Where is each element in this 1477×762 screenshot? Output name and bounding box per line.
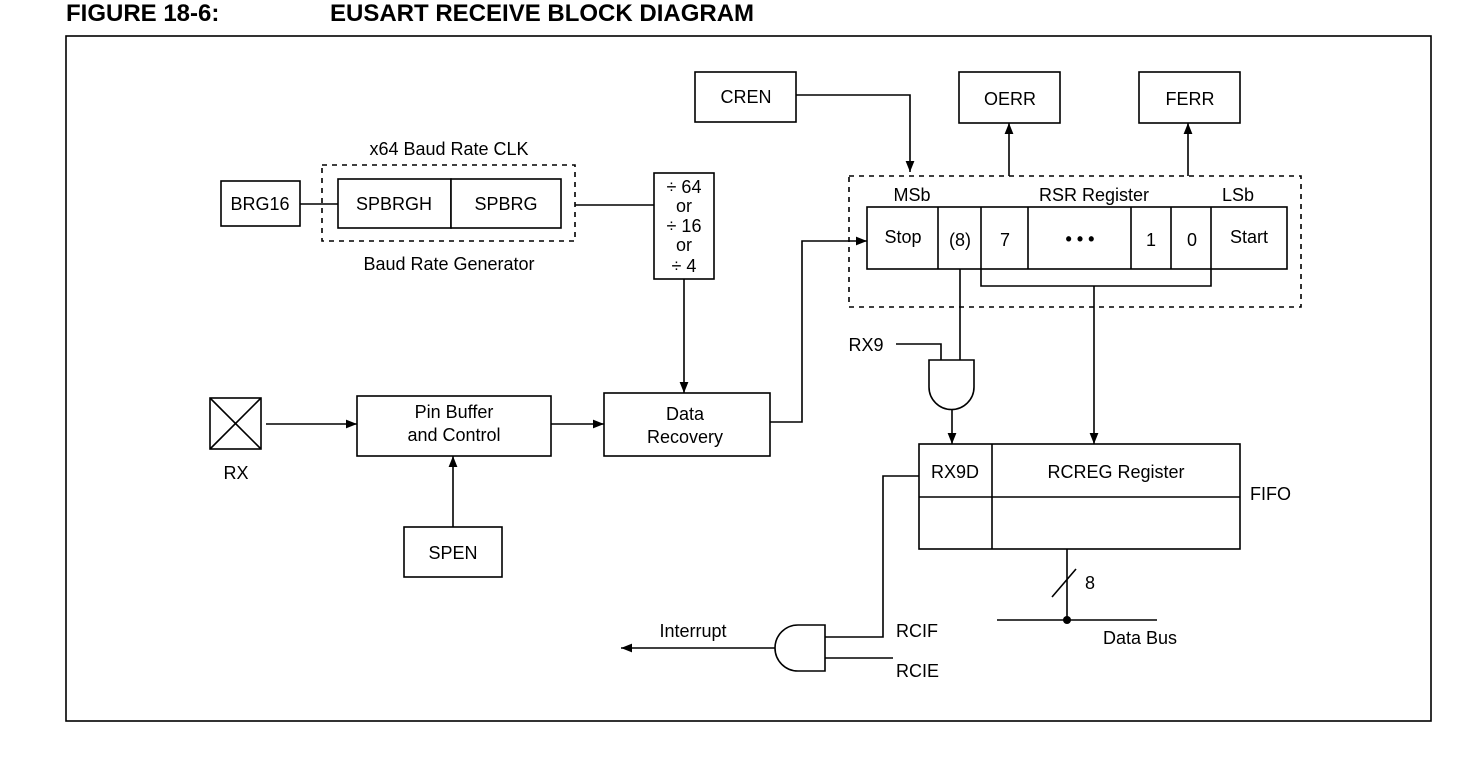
figure-frame xyxy=(65,35,1432,722)
pin-buffer-line-2: and Control xyxy=(407,425,500,445)
oerr-label: OERR xyxy=(984,89,1036,109)
cren-label: CREN xyxy=(720,87,771,107)
spen-label: SPEN xyxy=(428,543,477,563)
rsr-dashed-group xyxy=(848,175,1302,308)
rcif-label: RCIF xyxy=(896,621,938,641)
data-recovery-line-2: Recovery xyxy=(647,427,723,447)
data-bus-label: Data Bus xyxy=(1103,628,1177,648)
spbrg-box xyxy=(450,178,562,229)
rsr-cell-bit1: 1 xyxy=(1146,230,1156,250)
spbrg-label: SPBRG xyxy=(474,194,537,214)
divider-line-3: ÷ 16 xyxy=(667,216,702,236)
rsr-cell-start: Start xyxy=(1230,227,1268,247)
rcif-line xyxy=(825,475,919,638)
figure-number: FIGURE 18-6: xyxy=(66,0,220,27)
data-bus-junction xyxy=(1063,616,1071,624)
msb-label: MSb xyxy=(893,185,930,205)
bus-width-label: 8 xyxy=(1085,573,1095,593)
baud-rate-dashed-group xyxy=(321,164,576,242)
ferr-box xyxy=(1138,71,1241,124)
rx9-to-gate-line xyxy=(896,343,942,360)
divider-line-1: ÷ 64 xyxy=(667,177,702,197)
rx9-and-gate xyxy=(928,359,975,411)
rsr-cell-bit0: 0 xyxy=(1187,230,1197,250)
spbrgh-box xyxy=(337,178,452,229)
rsr-cell-bit7: 7 xyxy=(1000,230,1010,250)
spbrgh-label: SPBRGH xyxy=(356,194,432,214)
ferr-label: FERR xyxy=(1166,89,1215,109)
cren-box xyxy=(694,71,797,123)
pin-buffer-line-1: Pin Buffer xyxy=(415,402,494,422)
rx9d-label: RX9D xyxy=(931,462,979,482)
rsr-cell-ellipsis: • • • xyxy=(1066,229,1095,249)
figure-title: EUSART RECEIVE BLOCK DIAGRAM xyxy=(330,0,755,27)
rcreg-label: RCREG Register xyxy=(1047,462,1184,482)
rsr-register-label: RSR Register xyxy=(1039,185,1149,205)
rx-label: RX xyxy=(223,463,248,483)
data-recovery-line-1: Data xyxy=(666,404,705,424)
rx9-label: RX9 xyxy=(848,335,883,355)
divider-line-2: or xyxy=(676,196,692,216)
cren-to-rsr-arrow xyxy=(796,94,915,172)
spen-box xyxy=(403,526,503,578)
rsr-cell-stop: Stop xyxy=(884,227,921,247)
rsr-data-bracket xyxy=(980,269,1212,287)
divider-line-5: ÷ 4 xyxy=(672,256,697,276)
pin-buffer-box xyxy=(356,395,552,457)
divider-box xyxy=(653,172,715,280)
rx-pin-cross-2 xyxy=(209,397,262,450)
rsr-register-box xyxy=(866,206,1288,270)
baud-gen-label: Baud Rate Generator xyxy=(363,254,534,274)
interrupt-and-gate xyxy=(774,624,826,672)
bus-width-slash xyxy=(1051,568,1077,598)
recovery-to-rsr-arrow xyxy=(770,236,867,423)
brg16-label: BRG16 xyxy=(230,194,289,214)
rsr-cell-bit8: (8) xyxy=(949,230,971,250)
data-recovery-box xyxy=(603,392,771,457)
rcie-label: RCIE xyxy=(896,661,939,681)
divider-line-4: or xyxy=(676,235,692,255)
interrupt-label: Interrupt xyxy=(659,621,726,641)
lsb-label: LSb xyxy=(1222,185,1254,205)
oerr-box xyxy=(958,71,1061,124)
fifo-label: FIFO xyxy=(1250,484,1291,504)
x64-clk-label: x64 Baud Rate CLK xyxy=(369,139,528,159)
